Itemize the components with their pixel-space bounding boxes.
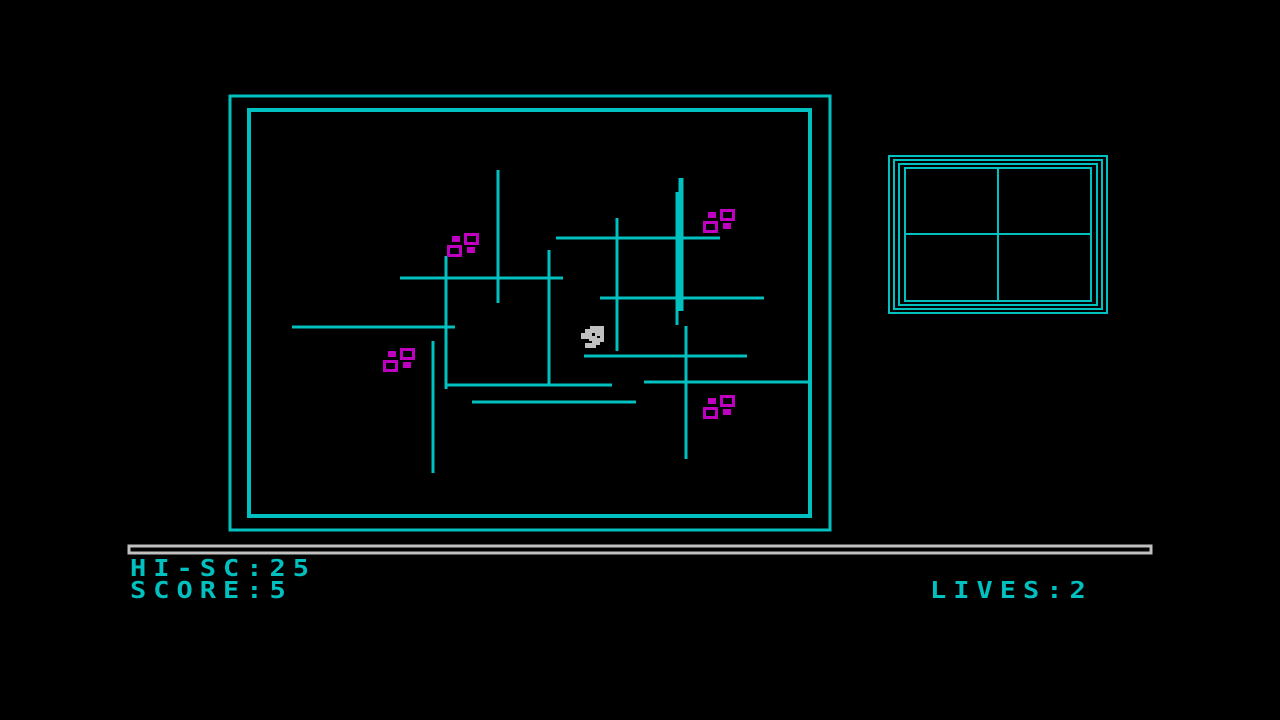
- hi-score-value: 25: [269, 555, 317, 583]
- enemy-sprite: [703, 395, 735, 419]
- hi-score-label: HI-SC:: [130, 555, 270, 583]
- lives-value: 2: [1069, 577, 1093, 605]
- arena-inner-border: [247, 108, 812, 518]
- score-display: SCORE:5: [130, 579, 293, 602]
- score-value: 5: [269, 577, 293, 605]
- score-label: SCORE:: [130, 577, 270, 605]
- player-sprite: [581, 326, 604, 348]
- hud-divider: [127, 544, 1153, 555]
- lives-display: LIVES:2: [930, 579, 1093, 602]
- hi-score-display: HI-SC:25: [130, 557, 316, 580]
- enemy-sprite: [447, 233, 479, 257]
- lives-label: LIVES:: [930, 577, 1070, 605]
- arena: [228, 94, 832, 532]
- enemy-sprite: [703, 209, 735, 233]
- arena-outer-border: [228, 94, 832, 532]
- minimap: [888, 155, 1108, 314]
- enemy-sprite: [383, 348, 415, 372]
- maze-walls: [292, 170, 808, 473]
